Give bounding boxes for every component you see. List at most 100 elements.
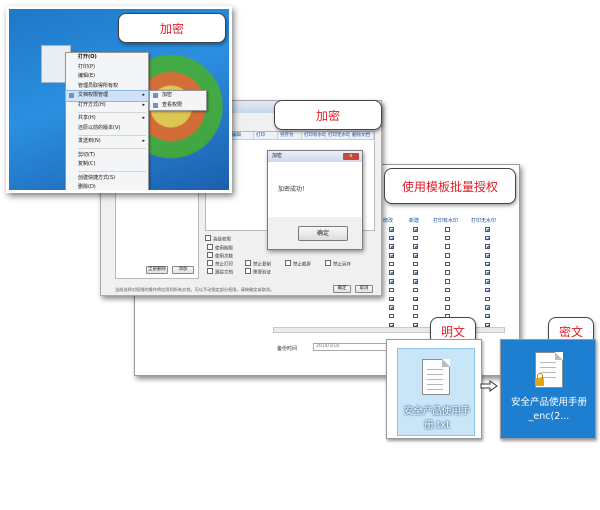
option-no-print[interactable]: 禁止打印 [207, 260, 233, 268]
permission-checkbox[interactable] [389, 244, 394, 249]
permission-checkbox[interactable] [485, 227, 490, 232]
chevron-right-icon: ▸ [142, 138, 145, 144]
permission-checkbox[interactable] [485, 235, 490, 241]
permission-checkbox[interactable] [445, 253, 450, 258]
permission-checkbox[interactable] [445, 227, 450, 232]
dialog-footer-note: 当前选择对权限的操作将应用到所有文档，可以手动指定部分权限，请按确定或取消。 [115, 287, 275, 292]
permission-checkbox[interactable] [445, 270, 450, 275]
menu-separator [78, 171, 146, 172]
permission-checkbox[interactable] [389, 235, 394, 241]
option-no-copy[interactable]: 禁止复制 [245, 260, 271, 268]
option-no-save[interactable]: 禁止另存 [325, 260, 351, 268]
context-menu-item[interactable]: 复制(C) [66, 160, 148, 170]
option-verify[interactable]: 需要验证 [245, 268, 271, 276]
options-title: 高级权限 [205, 235, 231, 243]
context-menu-item[interactable]: 打开(O) [66, 53, 148, 63]
plaintext-file-selection: 安全产品使用手册.txt [397, 348, 475, 436]
menu-separator [78, 111, 146, 113]
context-menu-item[interactable]: 创建快捷方式(S) [66, 174, 148, 184]
context-menu-item[interactable]: 打印(P) [66, 63, 148, 73]
permission-checkbox[interactable] [485, 279, 490, 284]
context-menu-item[interactable]: 管理员取得所有权 [66, 82, 148, 92]
context-menu-item-label: 管理员取得所有权 [78, 82, 119, 89]
context-menu-item[interactable]: 共享(H)▸ [66, 114, 148, 124]
permission-checkbox[interactable] [389, 270, 394, 275]
context-menu-item[interactable]: 剪切(T) [66, 151, 148, 161]
popup-ok-button[interactable]: 确定 [298, 226, 348, 241]
permission-checkbox[interactable] [413, 270, 418, 275]
permission-checkbox[interactable] [485, 313, 490, 319]
permission-checkbox[interactable] [413, 322, 418, 328]
permission-checkbox[interactable] [485, 270, 490, 275]
horizontal-scrollbar[interactable] [273, 327, 505, 333]
submenu-item[interactable]: 加密 [150, 91, 206, 101]
permission-checkbox[interactable] [389, 313, 394, 319]
option-expiry[interactable]: 使用期限 [207, 244, 233, 252]
permission-checkbox[interactable] [485, 322, 490, 328]
permission-checkbox[interactable] [445, 279, 450, 284]
permission-checkbox[interactable] [389, 322, 394, 328]
context-menu-item[interactable]: 发送到(N) ▸ [66, 137, 148, 147]
permission-checkbox[interactable] [485, 253, 490, 258]
dialog-cancel-button[interactable]: 取消 [355, 285, 373, 293]
option-use-count[interactable]: 使用次数 [207, 252, 233, 260]
callout-encrypt-2: 加密 [274, 100, 382, 130]
context-menu-item-label: 发送到(N) [78, 138, 101, 144]
permission-checkbox[interactable] [445, 287, 450, 293]
permission-icon [69, 93, 74, 98]
ciphertext-file-tile[interactable]: 安全产品使用手册_enc(2... [500, 339, 596, 439]
context-menu-item[interactable]: 删除(D) [66, 183, 148, 190]
permission-checkbox[interactable] [413, 244, 418, 249]
checkbox-column-print-no-watermark [485, 227, 491, 331]
permission-checkbox[interactable] [413, 227, 418, 232]
permission-checkbox[interactable] [389, 305, 394, 310]
option-no-screenshot[interactable]: 禁止截屏 [285, 260, 311, 268]
delete-all-button[interactable]: 全部删除 [146, 266, 168, 274]
permission-checkbox[interactable] [413, 261, 418, 267]
permission-checkbox[interactable] [413, 313, 418, 319]
submenu-item-label: 查看权限 [162, 101, 183, 108]
permission-checkbox[interactable] [389, 296, 394, 301]
permission-checkbox[interactable] [389, 287, 394, 293]
add-button[interactable]: 添加 [172, 266, 194, 274]
permission-checkbox[interactable] [445, 296, 450, 301]
grid-header-print-no-watermark: 打印无水印 [328, 132, 350, 139]
plaintext-file-tile[interactable]: 安全产品使用手册.txt [386, 339, 482, 439]
text-file-icon [422, 359, 450, 395]
permission-checkbox[interactable] [389, 227, 394, 232]
context-menu-item[interactable]: 还原以前的版本(V) [66, 124, 148, 134]
permission-checkbox[interactable] [413, 287, 418, 293]
menu-separator [78, 148, 146, 149]
grid-header-print-watermark: 打印有水印 [304, 132, 326, 139]
permission-checkbox[interactable] [485, 261, 490, 267]
checkbox-column-modify [389, 227, 395, 331]
context-menu-item[interactable]: 打开方式(H)▸ [66, 101, 148, 111]
permission-checkbox[interactable] [485, 244, 490, 249]
col-header-print-watermark: 打印有水印 [433, 218, 459, 224]
dialog-ok-button[interactable]: 确定 [333, 285, 351, 293]
permission-checkbox[interactable] [413, 235, 418, 241]
permission-checkbox[interactable] [413, 279, 418, 284]
checkbox-column-create [413, 227, 419, 331]
permission-checkbox[interactable] [445, 305, 450, 310]
submenu-item[interactable]: 查看权限 [150, 101, 206, 111]
menu-separator [78, 134, 146, 136]
permission-checkbox[interactable] [485, 296, 490, 301]
permission-checkbox[interactable] [485, 287, 490, 293]
permission-checkbox[interactable] [485, 305, 490, 310]
permission-checkbox[interactable] [413, 296, 418, 301]
permission-checkbox[interactable] [445, 261, 450, 267]
permission-checkbox[interactable] [389, 279, 394, 284]
close-icon[interactable]: x [343, 153, 359, 160]
permission-checkbox[interactable] [413, 253, 418, 258]
context-menu-item[interactable]: 文档权限管理▸ [65, 90, 149, 102]
context-menu-item[interactable]: 编辑(E) [66, 72, 148, 82]
option-track[interactable]: 跟踪文档 [207, 268, 233, 276]
context-menu-item-label: 打开方式(H) [78, 101, 106, 108]
permission-checkbox[interactable] [413, 305, 418, 310]
permission-checkbox[interactable] [389, 261, 394, 267]
permission-checkbox[interactable] [445, 244, 450, 249]
permission-checkbox[interactable] [389, 253, 394, 258]
col-header-modify: 修改 [383, 218, 394, 224]
permission-checkbox[interactable] [445, 235, 450, 241]
